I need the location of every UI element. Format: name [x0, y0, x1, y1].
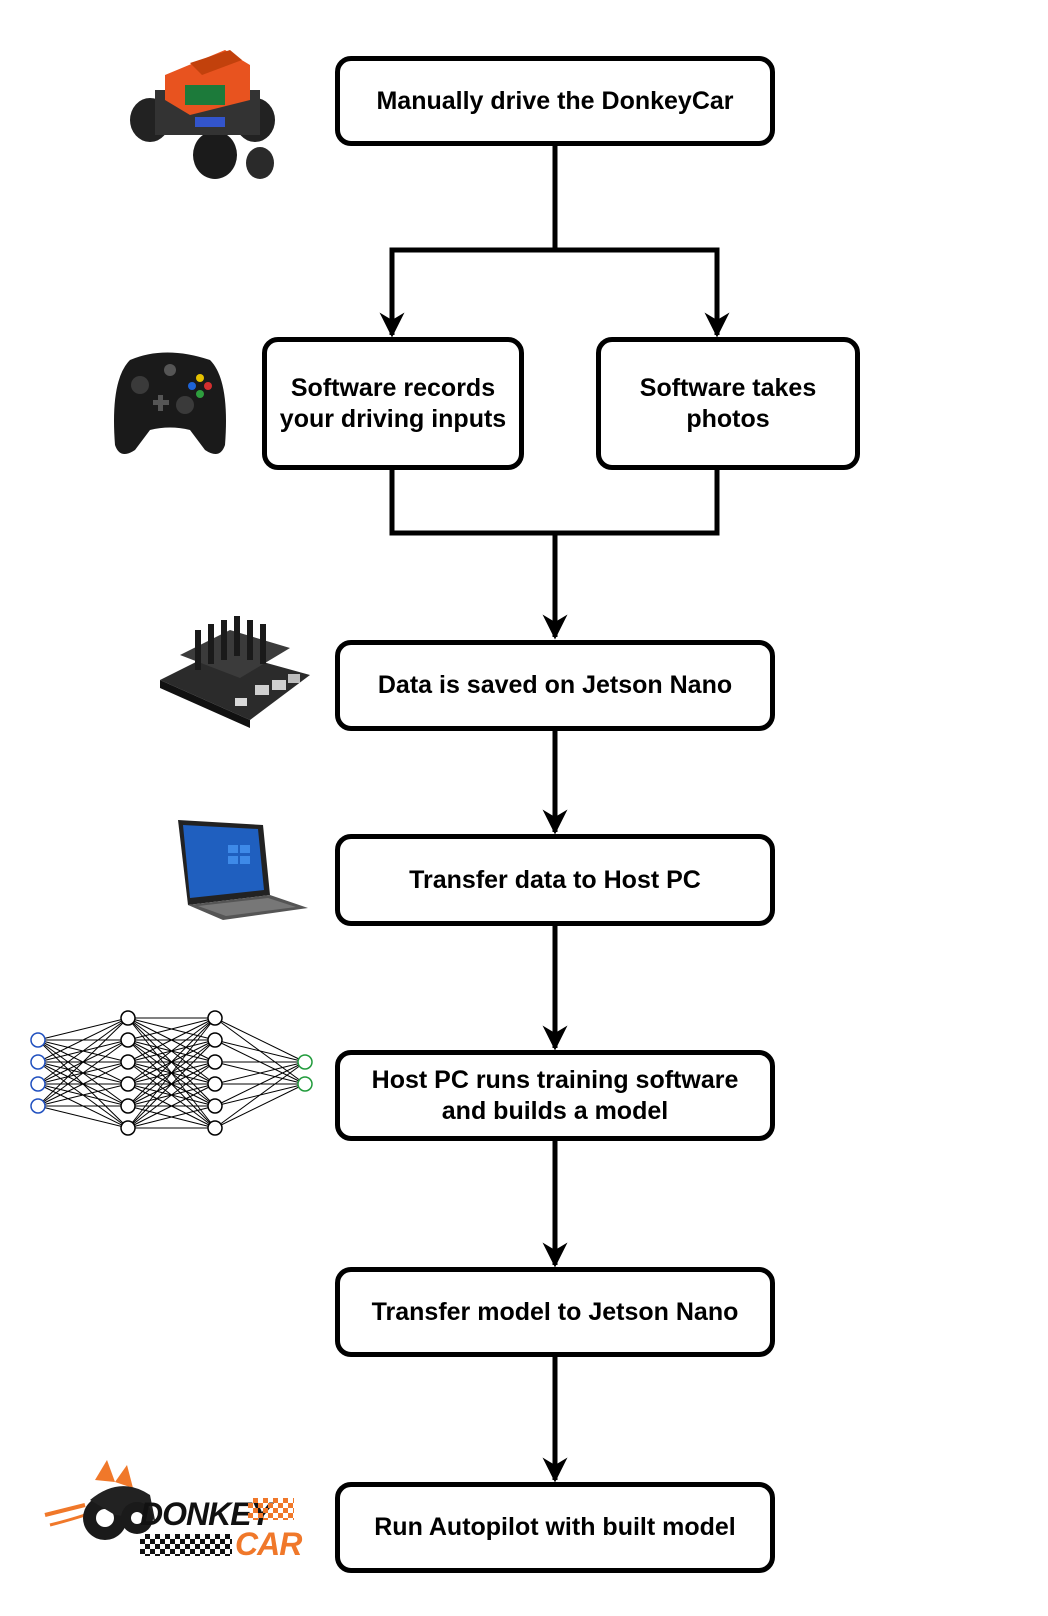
- step-autopilot: Run Autopilot with built model: [335, 1482, 775, 1573]
- nn-edge: [214, 1061, 306, 1085]
- nn-edge: [37, 1061, 129, 1107]
- nn-node: [297, 1054, 313, 1070]
- step-label: Manually drive the DonkeyCar: [376, 86, 734, 115]
- nn-node: [30, 1098, 46, 1114]
- nn-edge: [37, 1017, 129, 1085]
- nn-node: [120, 1054, 136, 1070]
- nn-edge: [127, 1083, 216, 1129]
- nn-node: [207, 1120, 223, 1136]
- step-label: Data is saved on Jetson Nano: [377, 671, 733, 699]
- nn-edge: [127, 1039, 216, 1129]
- nn-edge: [127, 1017, 216, 1041]
- logo-wordmark: DONKEY CAR: [140, 1496, 302, 1566]
- nn-edge: [127, 1017, 216, 1085]
- nn-edge: [127, 1017, 216, 1107]
- nn-edge: [127, 1061, 216, 1129]
- donkeycar-logo-icon: [44, 1460, 155, 1540]
- nn-node: [30, 1032, 46, 1048]
- step-transfer-data: Transfer data to Host PC: [335, 834, 775, 926]
- step-label: Software takes photos: [639, 373, 817, 433]
- neural-network-icon: [30, 1010, 313, 1136]
- logo-checker-top: [248, 1498, 294, 1520]
- step-label: Run Autopilot with built model: [374, 1513, 736, 1541]
- nn-edge: [214, 1083, 306, 1129]
- nn-node: [30, 1076, 46, 1092]
- nn-node: [207, 1098, 223, 1114]
- nn-edge: [37, 1017, 129, 1107]
- nn-node: [120, 1076, 136, 1092]
- connector-drive-split: [379, 145, 558, 338]
- logo-line2: CAR: [235, 1526, 302, 1562]
- nn-edge: [127, 1017, 216, 1063]
- gamepad-icon: [114, 352, 226, 454]
- nn-node: [207, 1010, 223, 1026]
- step-data-saved: Data is saved on Jetson Nano: [335, 640, 775, 731]
- step-label: Host PC runs training software and build…: [371, 1065, 739, 1125]
- nn-node: [207, 1076, 223, 1092]
- nn-edge: [37, 1017, 129, 1063]
- nn-edge: [127, 1105, 216, 1129]
- nn-node: [30, 1054, 46, 1070]
- logo-checker: [140, 1534, 232, 1556]
- nn-edge: [37, 1105, 129, 1129]
- nn-node: [120, 1098, 136, 1114]
- laptop-icon: [178, 820, 308, 920]
- nn-node: [120, 1120, 136, 1136]
- nn-edge: [37, 1017, 129, 1041]
- nn-node: [207, 1054, 223, 1070]
- nn-node: [207, 1032, 223, 1048]
- step-transfer-model: Transfer model to Jetson Nano: [335, 1267, 775, 1357]
- nn-edge: [37, 1083, 129, 1107]
- nn-node: [120, 1010, 136, 1026]
- step-label: Transfer model to Jetson Nano: [371, 1297, 739, 1326]
- nn-edge: [214, 1061, 306, 1129]
- step-manually-drive: Manually drive the DonkeyCar: [335, 56, 775, 146]
- step-label: Software records your driving inputs: [279, 373, 507, 433]
- connector-merge: [389, 470, 720, 536]
- step-takes-photos: Software takes photos: [596, 337, 860, 470]
- nn-node: [120, 1032, 136, 1048]
- donkeycar-robot-icon: [130, 50, 275, 179]
- nn-edge: [214, 1039, 306, 1063]
- nn-edge: [127, 1017, 216, 1129]
- connector-drive-split-right: [555, 247, 730, 338]
- step-training: Host PC runs training software and build…: [335, 1050, 775, 1141]
- nn-edge: [37, 1039, 129, 1107]
- step-label: Transfer data to Host PC: [409, 865, 701, 894]
- nn-edge: [214, 1017, 306, 1063]
- nn-node: [297, 1076, 313, 1092]
- nn-edge: [214, 1061, 306, 1107]
- step-records-inputs: Software records your driving inputs: [262, 337, 524, 470]
- jetson-nano-board-icon: [160, 616, 310, 728]
